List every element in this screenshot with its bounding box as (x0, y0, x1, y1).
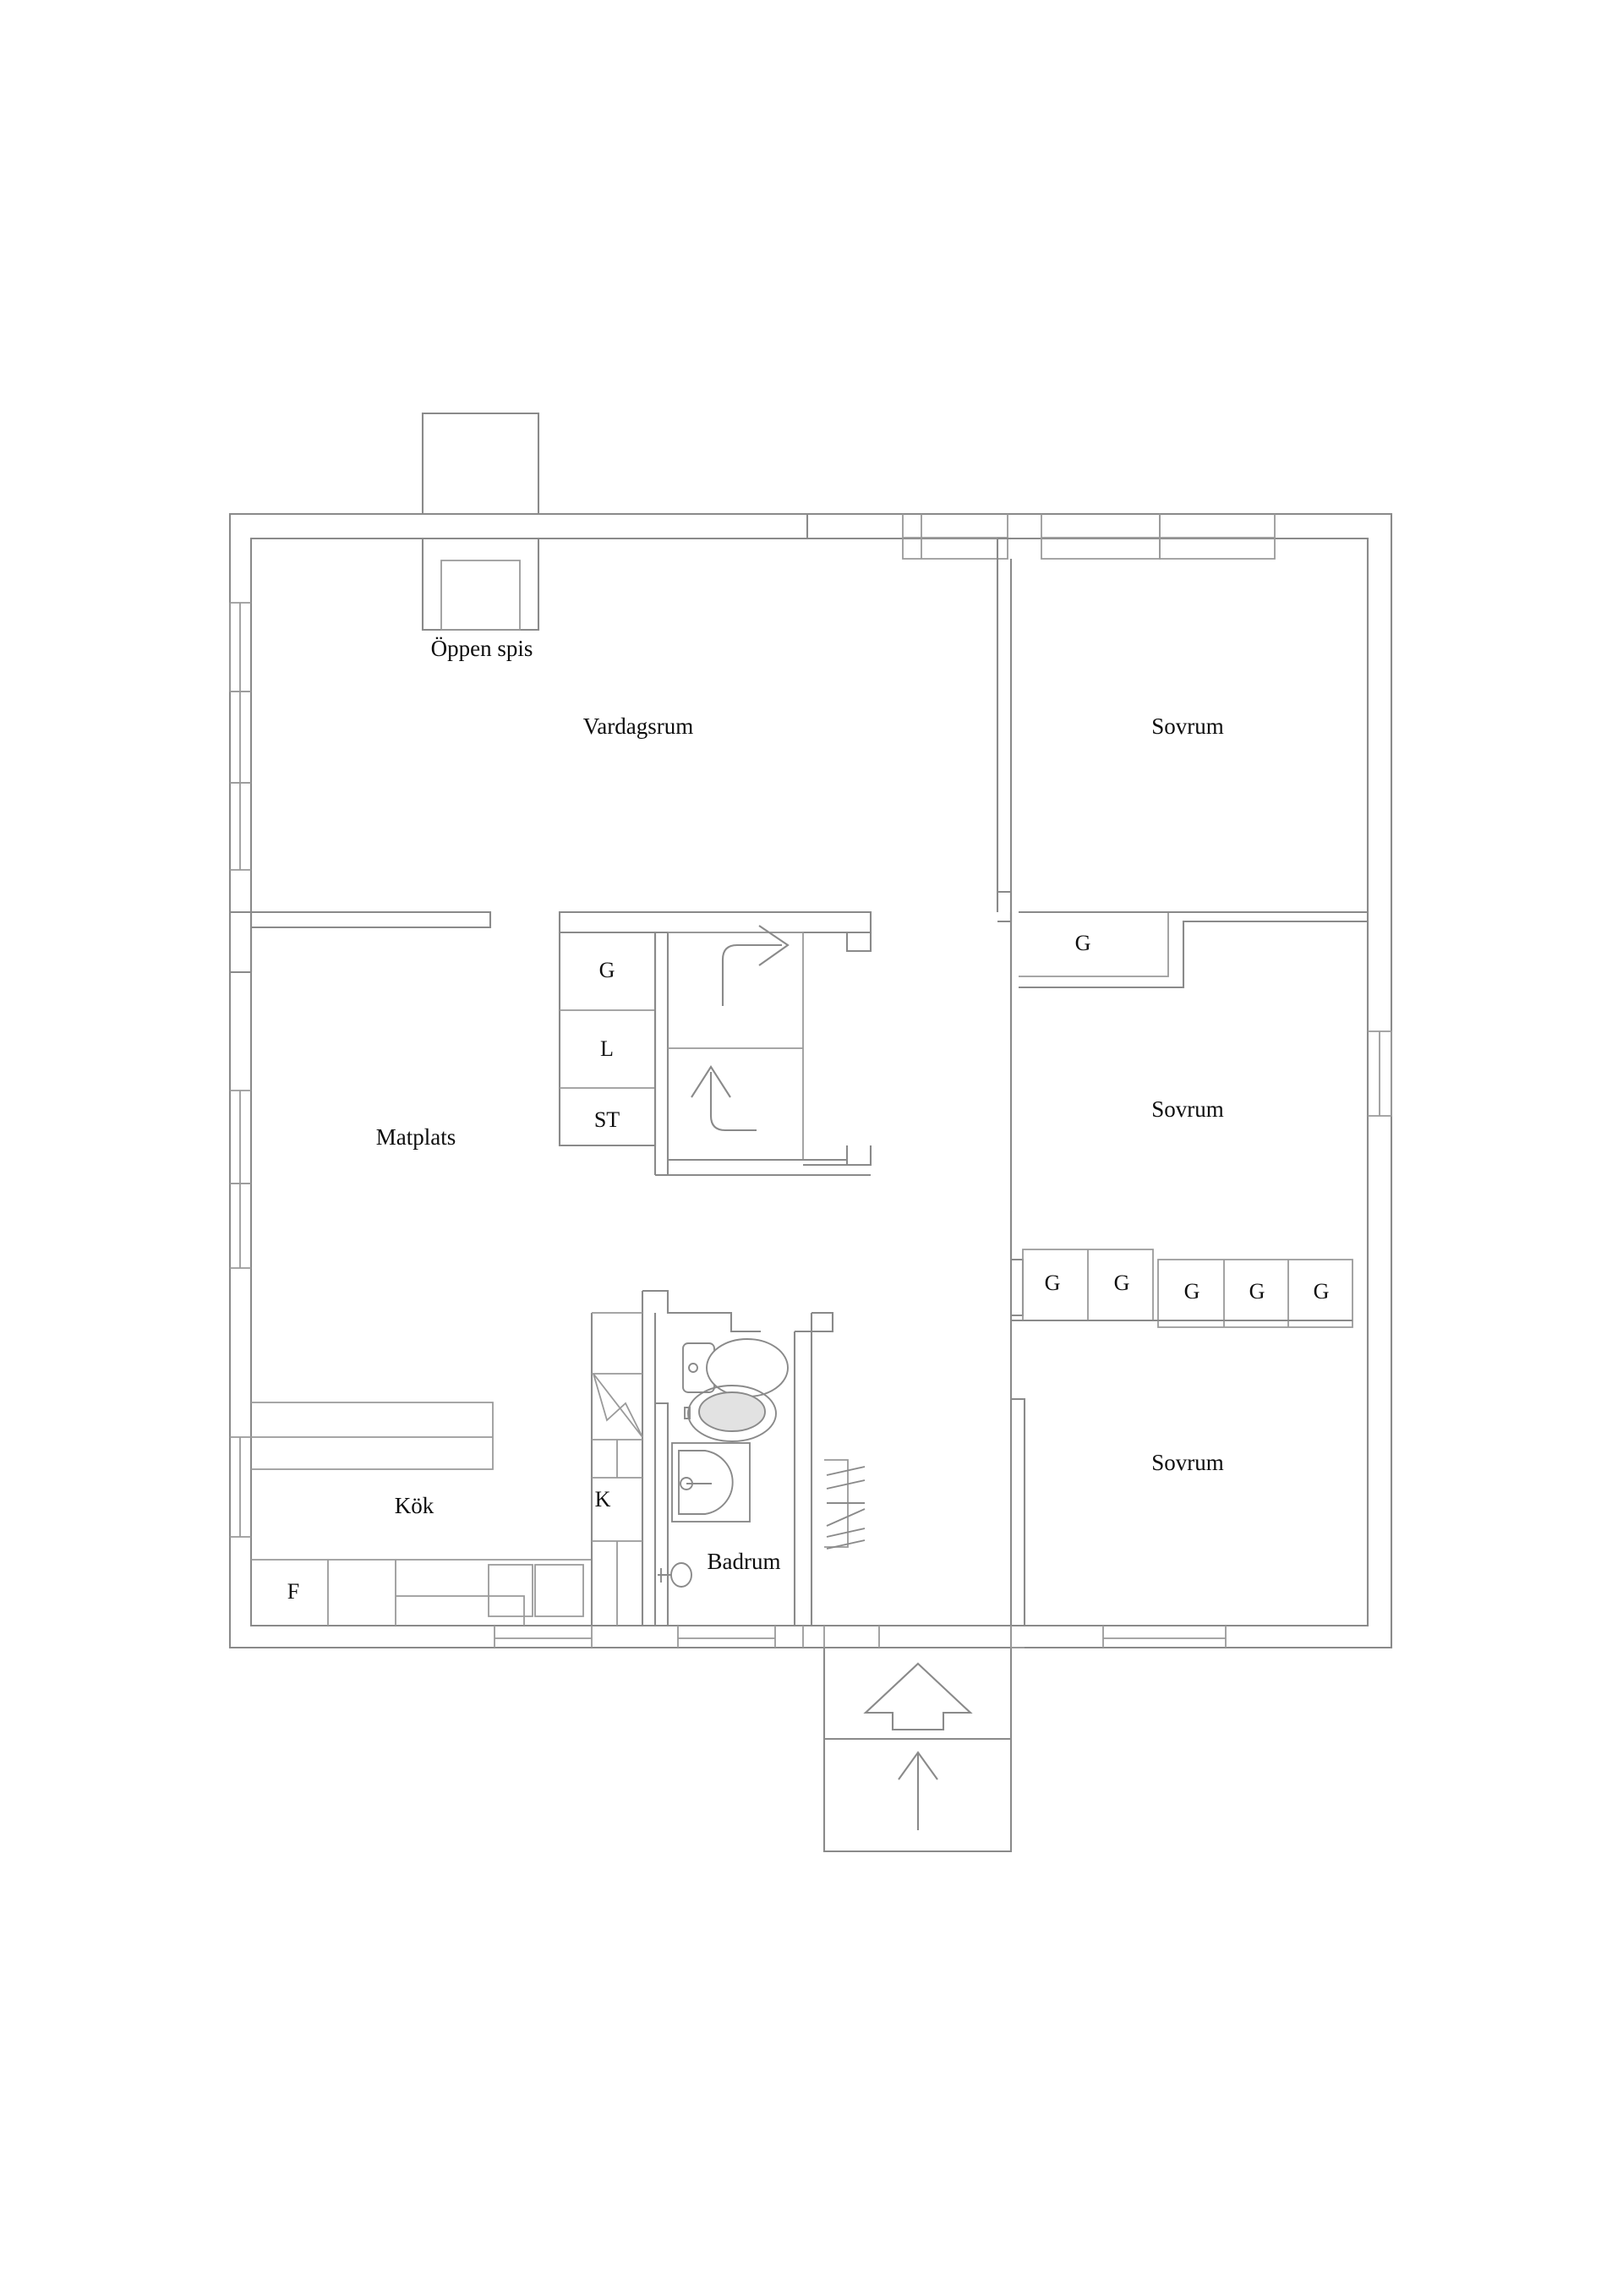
closet-sov2-g1-label: G (1045, 1271, 1061, 1295)
closet-sov2-g2-label: G (1114, 1271, 1130, 1295)
appliance-k-label: F (287, 1579, 299, 1604)
bottom-wall-openings (494, 1626, 1227, 1648)
entrance-porch (822, 1648, 1013, 1853)
fireplace (421, 538, 540, 631)
bathroom-walls (642, 1289, 834, 1626)
closet-hall-g-label: G (599, 958, 615, 982)
outer-wall-shell (228, 512, 1393, 1649)
window-left-1 (229, 602, 251, 692)
window-left-5 (230, 1436, 251, 1538)
window-left-3 (230, 782, 251, 871)
bedroom-1-label: Sovrum (1151, 713, 1224, 739)
closet-sov2-g4-label: G (1249, 1279, 1265, 1304)
bathroom-label: Badrum (708, 1549, 781, 1574)
top-wall-openings (251, 514, 1276, 560)
sink-icon (671, 1442, 751, 1522)
fireplace-label: Öppen spis (431, 636, 533, 661)
closet-hall-st-label: ST (594, 1107, 620, 1132)
right-wall-window (1368, 1030, 1392, 1117)
closet-hall-l-label: L (600, 1036, 614, 1061)
window-top-2 (1041, 514, 1161, 560)
door-bottom-bath (677, 1626, 776, 1648)
bedroom-3-label: Sovrum (1151, 1450, 1224, 1475)
toilet-icon (682, 1338, 789, 1442)
entry-jambs (802, 1626, 1025, 1648)
window-bottom-sov3 (1102, 1626, 1227, 1648)
window-top-3 (1159, 514, 1276, 560)
radiator-icon (824, 1459, 866, 1550)
hall-arrow-up (691, 1065, 757, 1132)
bedroom-2-label: Sovrum (1151, 1096, 1224, 1122)
hall-arrow-right (721, 925, 790, 1006)
closet-sov2-g3-label: G (1184, 1279, 1200, 1304)
window-top-1 (902, 514, 1008, 560)
left-wall-windows (229, 602, 251, 1538)
up-block-arrow-icon (863, 1662, 973, 1731)
window-left-4 (230, 1090, 251, 1269)
door-bottom-kitchen (494, 1626, 593, 1648)
appliance-dm-label: K (595, 1487, 611, 1512)
closet-sov1-g-label: G (1075, 931, 1091, 955)
living-room-label: Vardagsrum (583, 713, 693, 739)
chimney-stack (421, 412, 540, 514)
up-arrow-icon (898, 1751, 938, 1830)
wall-living-dining (230, 910, 492, 974)
window-left-2 (230, 691, 251, 784)
closet-sov2-g5-label: G (1314, 1279, 1330, 1304)
kitchen-label: Kök (395, 1493, 434, 1518)
floor-drain-icon (658, 1562, 692, 1588)
right-wing-walls (996, 537, 1368, 1648)
central-hall-block (558, 910, 872, 1177)
dining-label: Matplats (376, 1124, 456, 1150)
utility-column (590, 1291, 644, 1626)
